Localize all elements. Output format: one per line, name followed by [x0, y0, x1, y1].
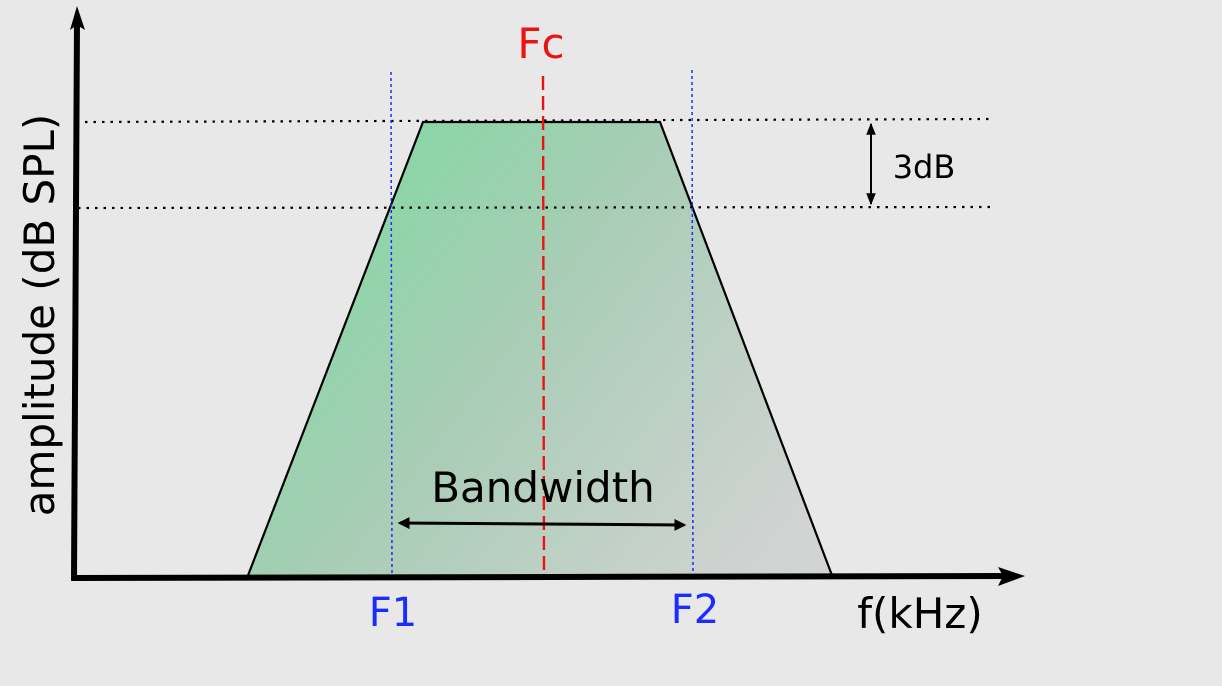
y-axis — [71, 19, 80, 582]
peak-level-line — [84, 117, 991, 124]
f2-line — [691, 69, 694, 579]
y-axis-label: amplitude (dB SPL) — [15, 114, 64, 517]
passband-outline — [245, 120, 835, 579]
x-axis-label: f(kHz) — [857, 589, 983, 638]
fc-line — [541, 75, 546, 579]
f2-label: F2 — [671, 587, 719, 633]
x-axis — [71, 573, 1013, 581]
f1-line — [390, 71, 393, 579]
bandwidth-label: Bandwidth — [431, 463, 655, 512]
bandwidth-arrow — [397, 517, 687, 531]
passband-shape — [247, 122, 833, 578]
x-axis-arrowhead — [998, 567, 1025, 586]
level-drop-label: 3dB — [893, 148, 956, 186]
fc-label: Fc — [517, 19, 564, 68]
f1-label: F1 — [369, 590, 417, 636]
y-axis-arrowhead — [70, 6, 85, 30]
